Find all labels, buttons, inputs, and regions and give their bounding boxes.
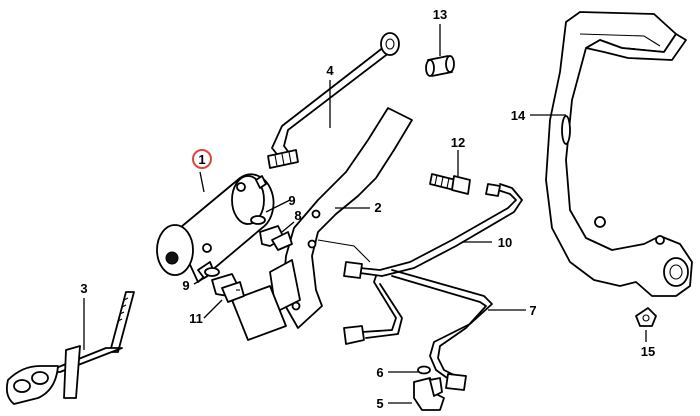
callout-5[interactable]: 5: [376, 396, 383, 411]
callout-9-top[interactable]: 9: [288, 193, 295, 208]
part-6-washer[interactable]: [417, 365, 431, 375]
part-5-elbow-fitting[interactable]: [413, 377, 445, 411]
part-14-pedal-lever[interactable]: [545, 11, 693, 297]
callout-4[interactable]: 4: [326, 63, 334, 78]
leader-lines: [83, 24, 647, 404]
part-9-washer-top[interactable]: [250, 215, 266, 225]
part-7-brake-line[interactable]: [343, 269, 493, 391]
callout-7[interactable]: 7: [529, 303, 536, 318]
callout-10[interactable]: 10: [498, 235, 512, 250]
callout-11[interactable]: 11: [189, 311, 203, 326]
part-12-bolt[interactable]: [429, 173, 471, 195]
callout-6[interactable]: 6: [376, 365, 383, 380]
callout-2[interactable]: 2: [374, 200, 381, 215]
part-8-fitting[interactable]: [259, 225, 293, 251]
part-13-pin[interactable]: [425, 55, 455, 77]
callout-12[interactable]: 12: [451, 135, 465, 150]
callout-9-bottom[interactable]: 9: [182, 278, 189, 293]
part-2-bracket[interactable]: [231, 107, 413, 341]
callout-14[interactable]: 14: [511, 108, 526, 123]
part-1-cylinder[interactable]: [156, 173, 275, 283]
callout-8[interactable]: 8: [294, 208, 301, 223]
callout-3[interactable]: 3: [80, 281, 87, 296]
callout-13[interactable]: 13: [433, 7, 447, 22]
callout-15[interactable]: 15: [641, 344, 655, 359]
selected-callout-highlight: [192, 149, 212, 169]
part-11-banjo-fitting[interactable]: [211, 273, 245, 303]
part-3-pushrod-clevis[interactable]: [5, 291, 135, 405]
part-10-brake-line[interactable]: [343, 183, 523, 279]
part-15-clip[interactable]: [635, 307, 657, 327]
part-4-upper-pushrod[interactable]: [267, 32, 400, 169]
callout-1[interactable]: 1: [198, 152, 205, 167]
callouts: 1 2 3 4 5 6 7 8 9 9 10 11 12 13 14 15: [80, 7, 655, 411]
part-9-washer-bottom[interactable]: [204, 267, 220, 277]
